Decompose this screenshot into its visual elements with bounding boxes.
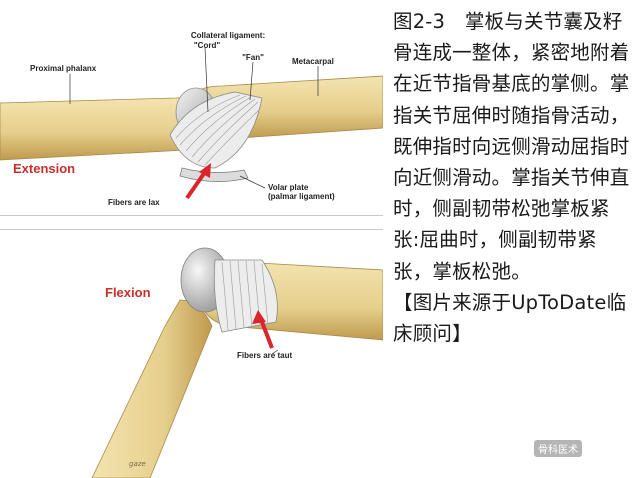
- label-fibers-lax: Fibers are lax: [108, 198, 160, 207]
- extension-illustration: [0, 46, 383, 200]
- volar-plate: [179, 167, 249, 182]
- figure-caption: 图2-3 掌板与关节囊及籽骨连成一整体，紧密地附着在近节指骨基底的掌侧。掌指关节…: [393, 6, 635, 349]
- label-volar-plate: Volar plate: [268, 183, 309, 192]
- artist-signature: gaze: [129, 460, 146, 468]
- label-cord: "Cord": [193, 41, 221, 50]
- lax-fibers-arrow: [185, 163, 211, 200]
- proximal-phalanx-bone: [91, 299, 213, 478]
- flexion-panel: Flexion Fibers are taut: [0, 229, 383, 478]
- extension-panel: Collateral ligament: "Cord" "Fan" Proxim…: [0, 0, 383, 216]
- label-collateral-ligament: Collateral ligament:: [190, 31, 266, 40]
- label-palmar-ligament: (palmar ligament): [268, 192, 335, 201]
- proximal-phalanx-bone: [0, 97, 202, 161]
- label-metacarpal: Metacarpal: [292, 57, 334, 66]
- title-flexion: Flexion: [105, 285, 151, 300]
- label-fan: "Fan": [242, 53, 264, 62]
- label-proximal-phalanx: Proximal phalanx: [30, 64, 97, 73]
- caption-source: 【图片来源于UpToDate临床顾问】: [393, 290, 627, 346]
- collateral-ligament: [213, 259, 278, 333]
- watermark: 骨科医术: [534, 440, 582, 457]
- flexion-illustration: [91, 247, 383, 478]
- caption-text: 图2-3 掌板与关节囊及籽骨连成一整体，紧密地附着在近节指骨基底的掌侧。掌指关节…: [393, 10, 630, 283]
- label-fibers-taut: Fibers are taut: [237, 351, 293, 360]
- taut-fibers-arrow: [252, 310, 274, 349]
- title-extension: Extension: [13, 161, 76, 176]
